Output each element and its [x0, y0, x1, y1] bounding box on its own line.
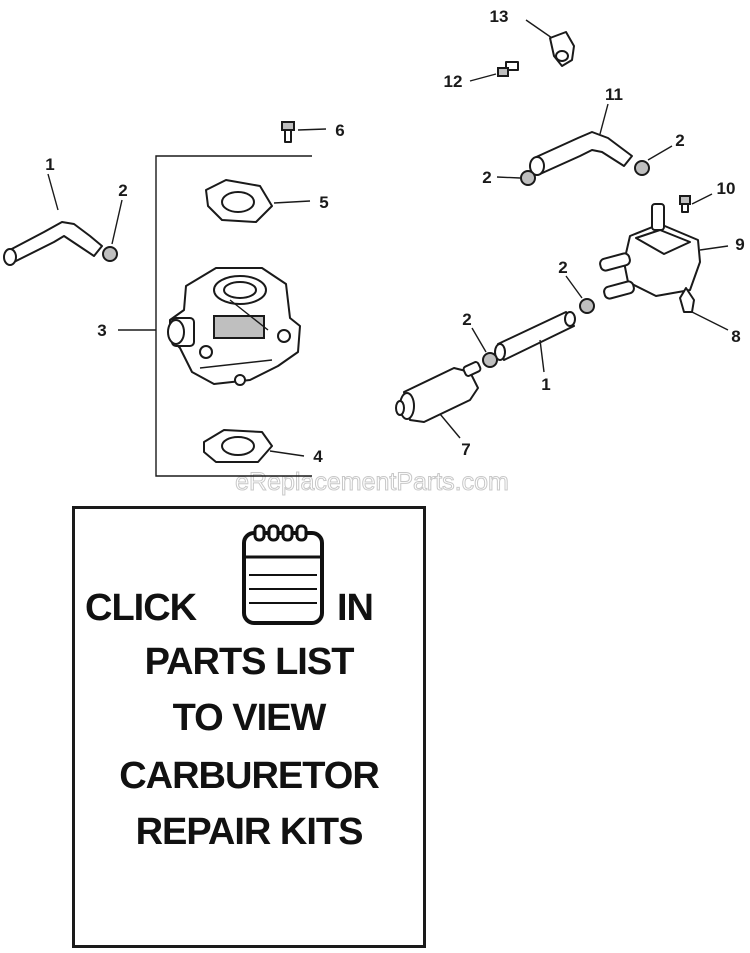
callout-5: 5: [319, 193, 328, 212]
kit-word-click: CLICK: [85, 587, 197, 629]
repair-kit-notice: CLICK IN PARTS LIST TO VIEW CARBURETOR R…: [72, 506, 426, 948]
part-2-clamp-left[interactable]: [102, 246, 118, 262]
callout-10: 10: [717, 179, 736, 198]
callout-2-left: 2: [118, 181, 127, 200]
part-2-clamp-upper-left[interactable]: [520, 170, 536, 186]
part-13-clamp[interactable]: [549, 31, 575, 67]
callout-13: 13: [490, 7, 509, 26]
callout-2-upper-right: 2: [675, 131, 684, 150]
kit-word-in: IN: [337, 587, 374, 629]
callout-6: 6: [335, 121, 344, 140]
callout-3: 3: [97, 321, 106, 340]
watermark-text: eReplacementParts.com: [235, 468, 509, 496]
callout-8: 8: [731, 327, 740, 346]
callout-1-left: 1: [45, 155, 54, 174]
callout-12: 12: [444, 72, 463, 91]
part-10-bolt[interactable]: [679, 195, 691, 213]
kit-line-parts-list: PARTS LIST: [144, 641, 355, 683]
part-3-carburetor[interactable]: [167, 267, 301, 386]
leader-lines: [47, 19, 729, 457]
kit-line-repair-kits: REPAIR KITS: [135, 811, 364, 853]
part-11-hose-right[interactable]: [529, 131, 633, 176]
part-1-tube-straight[interactable]: [494, 311, 576, 361]
callout-9: 9: [735, 235, 744, 254]
callout-1-tube: 1: [541, 375, 550, 394]
carburetor-group-bracket: [155, 155, 312, 477]
callout-4: 4: [313, 447, 323, 466]
kit-line-carburetor: CARBURETOR: [119, 755, 380, 797]
callout-2-pump: 2: [558, 258, 567, 277]
callout-2-filter: 2: [462, 310, 471, 329]
part-5-gasket-top[interactable]: [205, 179, 273, 223]
callout-7: 7: [461, 440, 470, 459]
callout-11: 11: [605, 85, 623, 104]
part-6-bolt[interactable]: [281, 121, 295, 143]
part-2-clamp-upper-right[interactable]: [634, 160, 650, 176]
part-1-hose-left[interactable]: [3, 221, 103, 266]
part-12-screw[interactable]: [497, 61, 519, 77]
part-2-clamp-filter[interactable]: [482, 352, 498, 368]
part-4-gasket-bottom[interactable]: [203, 429, 273, 463]
part-7-fuel-filter[interactable]: [395, 361, 482, 423]
part-9-fuel-pump[interactable]: [599, 203, 701, 313]
callout-2-upper-left: 2: [482, 168, 491, 187]
kit-line-to-view: TO VIEW: [172, 697, 327, 739]
callout-labels: 1 2 3 4 5 6 13 12 11 2 2 10 9 8 2 1 2 7: [45, 7, 744, 466]
part-2-clamp-pump[interactable]: [579, 298, 595, 314]
notepad-icon: [242, 524, 324, 625]
